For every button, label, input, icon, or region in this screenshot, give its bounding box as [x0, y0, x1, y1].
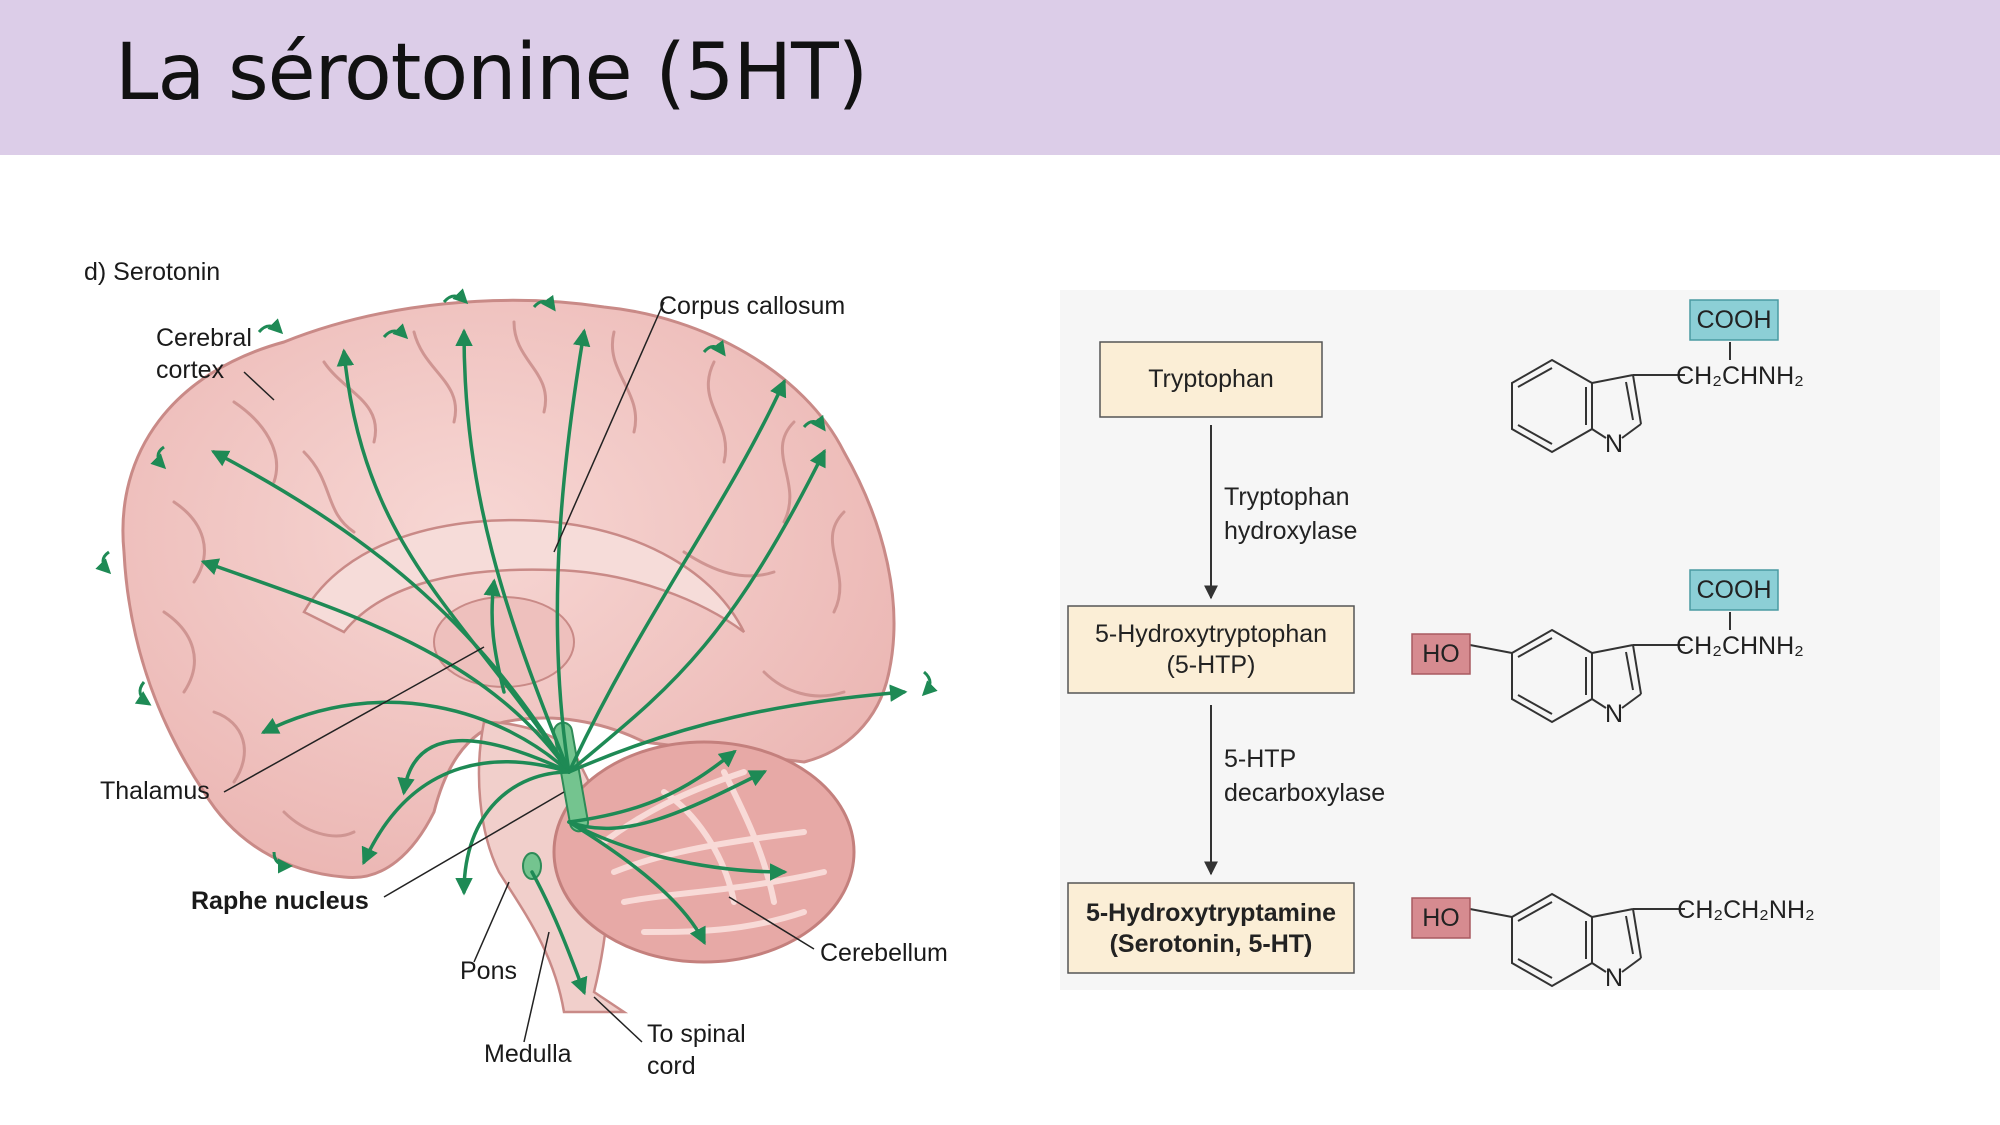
label-pons: Pons	[460, 957, 517, 985]
ho-label: HO	[1422, 640, 1460, 668]
cooh-highlight	[1689, 299, 1779, 341]
step-box-5-htp: 5-Hydroxytryptophan (5-HTP)	[1067, 605, 1355, 694]
pons-nucleus-shape	[522, 852, 542, 880]
nitrogen-label: N	[1605, 430, 1623, 458]
side-chain-label: CH₂CHNH₂	[1676, 362, 1804, 390]
enzyme-2-line-2: decarboxylase	[1224, 779, 1385, 807]
leader-lines	[223, 301, 815, 1043]
enzyme-1-line-1: Tryptophan	[1224, 483, 1350, 511]
ho-label: HO	[1422, 904, 1460, 932]
label-thalamus: Thalamus	[100, 777, 210, 805]
nitrogen-label: N	[1605, 964, 1623, 992]
cooh-label: COOH	[1697, 306, 1772, 334]
side-chain-label: CH₂CH₂NH₂	[1677, 896, 1814, 924]
step-box-serotonin: 5-Hydroxytryptamine (Serotonin, 5-HT)	[1067, 882, 1355, 974]
step-label-2: (Serotonin, 5-HT)	[1110, 930, 1313, 958]
label-cerebellum: Cerebellum	[820, 939, 948, 967]
serotonin-structure: N CH₂CH₂NH₂	[1469, 892, 1815, 992]
label-medulla: Medulla	[484, 1040, 572, 1068]
title-bar: La sérotonine (5HT)	[0, 0, 2000, 155]
gyri-folds	[162, 320, 846, 838]
label-spinal-cord-1: To spinal	[647, 1020, 746, 1048]
nitrogen-label: N	[1605, 700, 1623, 728]
step-label-1: 5-Hydroxytryptophan	[1095, 620, 1327, 648]
step-label: Tryptophan	[1148, 365, 1274, 393]
cortex-terminal-arrows	[95, 288, 938, 874]
step-label-1: 5-Hydroxytryptamine	[1086, 899, 1336, 927]
label-raphe-nucleus: Raphe nucleus	[191, 887, 369, 915]
step-box-tryptophan: Tryptophan	[1099, 341, 1323, 418]
serotonin-pathways	[200, 328, 908, 996]
synthesis-pathway-figure: Tryptophan 5-Hydroxytryptophan (5-HTP) 5…	[1060, 290, 1940, 992]
enzyme-2-line-1: 5-HTP	[1224, 745, 1296, 773]
corpus-callosum-shape	[302, 518, 746, 634]
enzyme-1-line-2: hydroxylase	[1224, 517, 1357, 545]
ho-highlight-2: HO	[1411, 897, 1471, 939]
5-htp-structure: N CH₂CHNH₂ COOH	[1469, 569, 1804, 728]
cooh-label: COOH	[1697, 576, 1772, 604]
label-cerebral-cortex-2: cortex	[156, 356, 225, 384]
ho-highlight-1: HO	[1411, 633, 1471, 675]
side-chain-label: CH₂CHNH₂	[1676, 632, 1804, 660]
label-cerebral-cortex-1: Cerebral	[156, 324, 252, 352]
panel-label: d) Serotonin	[84, 258, 220, 286]
tryptophan-structure: N CH₂CHNH₂ COOH	[1511, 299, 1804, 458]
brain-figure: d) Serotonin	[84, 252, 962, 1080]
label-corpus-callosum: Corpus callosum	[659, 292, 845, 320]
cooh-highlight	[1689, 569, 1779, 611]
label-spinal-cord-2: cord	[647, 1052, 696, 1080]
step-label-2: (5-HTP)	[1167, 651, 1256, 679]
slide-title: La sérotonine (5HT)	[115, 28, 868, 118]
thalamus-shape	[433, 596, 575, 688]
